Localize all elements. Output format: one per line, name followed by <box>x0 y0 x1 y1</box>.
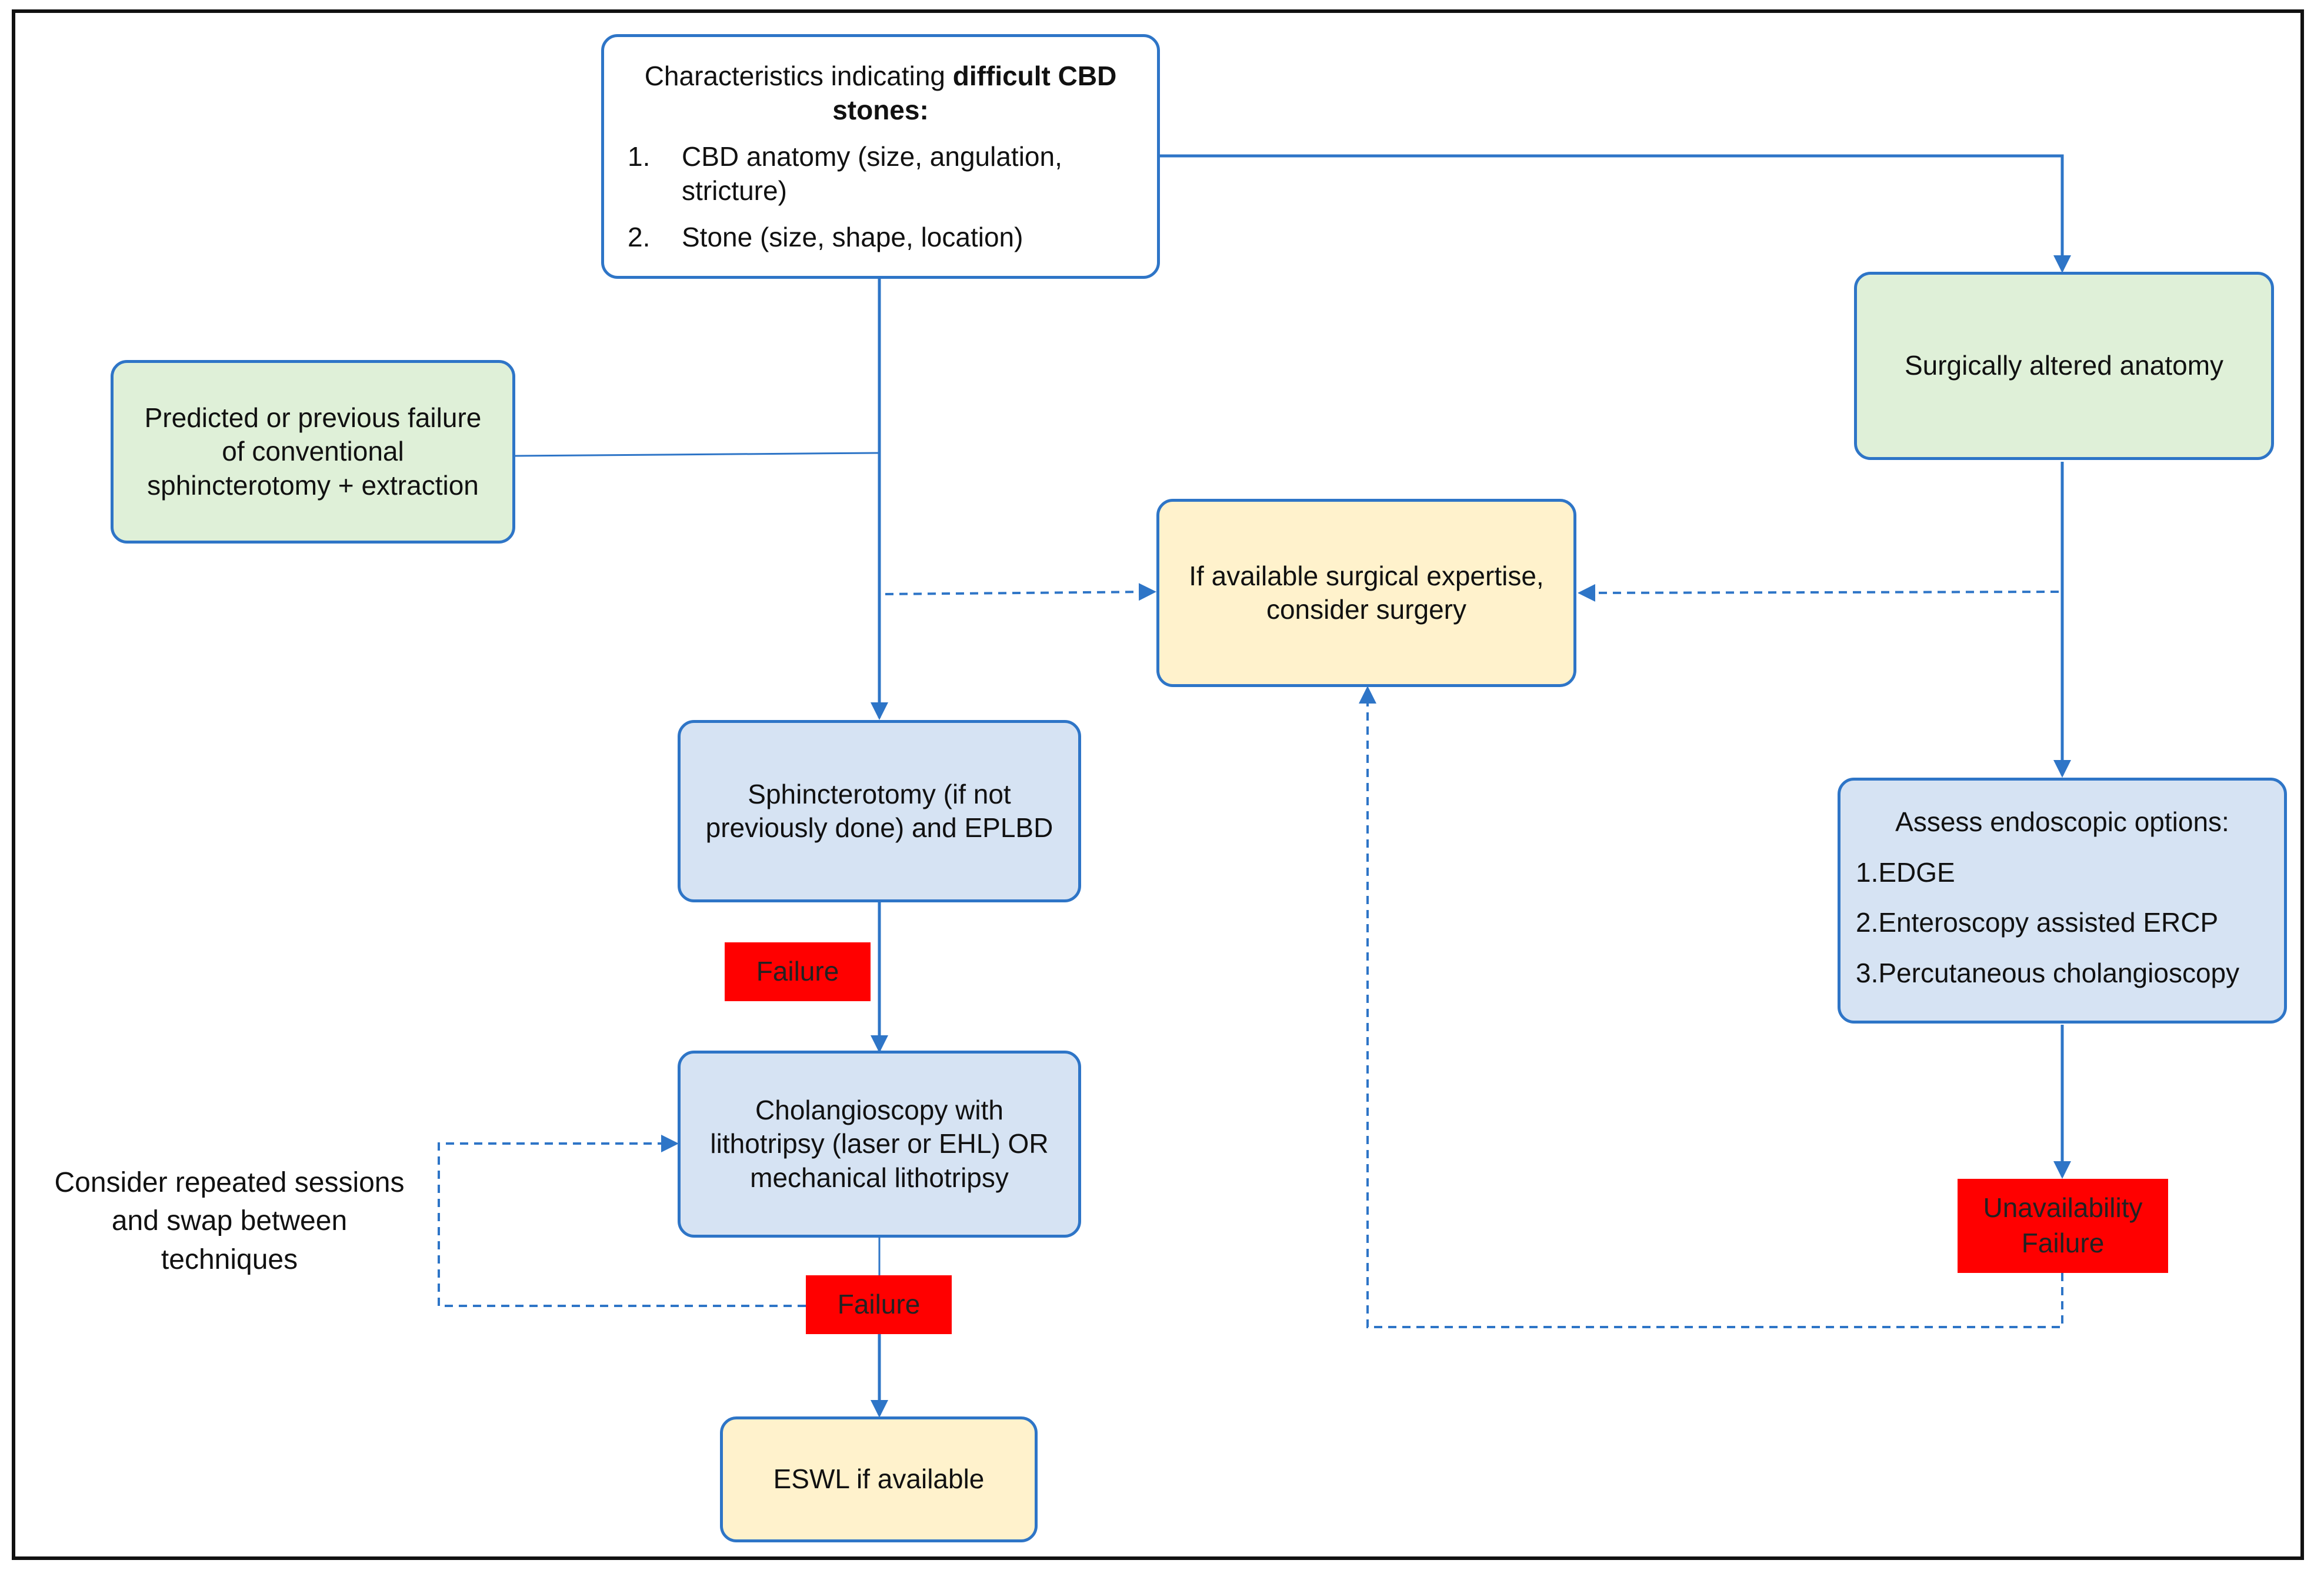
endoscopic-options-list: 1.EDGE 2.Enteroscopy assisted ERCP 3.Per… <box>1856 856 2269 991</box>
repeat-sessions-text: Consider repeated sessions and swap betw… <box>54 1167 405 1275</box>
unavailability-failure-text: Failure <box>2021 1228 2105 1258</box>
cholangioscopy-text: Cholangioscopy with lithotripsy (laser o… <box>710 1094 1049 1193</box>
characteristics-item: 2. Stone (size, shape, location) <box>628 221 1133 255</box>
item-number: 2. <box>628 222 651 252</box>
consider-surgery-text: If available surgical expertise, conside… <box>1189 560 1544 625</box>
endoscopic-option: 2.Enteroscopy assisted ERCP <box>1856 907 2219 938</box>
endoscopic-options-box: Assess endoscopic options: 1.EDGE 2.Ente… <box>1838 778 2287 1024</box>
endoscopic-options-heading: Assess endoscopic options: <box>1895 806 2229 837</box>
sphincterotomy-eplbd-box: Sphincterotomy (if not previously done) … <box>678 720 1081 902</box>
sphincterotomy-text: Sphincterotomy (if not previously done) … <box>705 778 1053 844</box>
endoscopic-option: 1.EDGE <box>1856 856 1955 888</box>
connector-top-to-surgically-altered <box>1158 154 2071 273</box>
failure-label-1: Failure <box>725 942 871 1001</box>
dashed-right-to-surgery <box>1578 584 2059 602</box>
failure-text: Failure <box>756 956 839 987</box>
failure-label-2: Failure <box>806 1275 952 1334</box>
consider-surgery-box: If available surgical expertise, conside… <box>1156 499 1576 687</box>
endoscopic-option: 3.Percutaneous cholangioscopy <box>1856 957 2240 988</box>
eswl-box: ESWL if available <box>720 1416 1038 1542</box>
connector-predicted-failure <box>514 452 880 457</box>
unavailability-text: Unavailability <box>1983 1192 2143 1224</box>
item-text: CBD anatomy (size, angulation, stricture… <box>682 141 1062 206</box>
characteristics-list: 1. CBD anatomy (size, angulation, strict… <box>628 140 1133 255</box>
predicted-failure-box: Predicted or previous failure of convent… <box>111 360 515 544</box>
predicted-failure-text: Predicted or previous failure of convent… <box>144 402 482 501</box>
surgically-altered-anatomy-box: Surgically altered anatomy <box>1854 272 2274 460</box>
characteristics-title-prefix: Characteristics indicating <box>644 61 953 91</box>
dashed-loop-to-cholangioscopy <box>438 1135 806 1307</box>
item-number: 1. <box>628 141 651 172</box>
cholangioscopy-box: Cholangioscopy with lithotripsy (laser o… <box>678 1051 1081 1238</box>
unavailability-failure-label: Unavailability Failure <box>1958 1179 2168 1273</box>
difficult-cbd-characteristics-box: Characteristics indicating difficult CBD… <box>601 34 1160 279</box>
repeat-sessions-note: Consider repeated sessions and swap betw… <box>47 1164 412 1279</box>
diagram-frame <box>12 9 2304 1560</box>
surgically-altered-text: Surgically altered anatomy <box>1904 350 2224 381</box>
dashed-unavailability-to-surgery <box>1359 686 2063 1328</box>
item-text: Stone (size, shape, location) <box>682 222 1023 252</box>
characteristics-item: 1. CBD anatomy (size, angulation, strict… <box>628 140 1133 208</box>
eswl-text: ESWL if available <box>773 1464 985 1495</box>
dashed-trunk-to-surgery <box>885 583 1156 601</box>
characteristics-title: Characteristics indicating difficult CBD… <box>628 59 1133 127</box>
failure-text: Failure <box>837 1289 921 1320</box>
characteristics-title-bold: difficult CBD stones: <box>832 61 1117 125</box>
